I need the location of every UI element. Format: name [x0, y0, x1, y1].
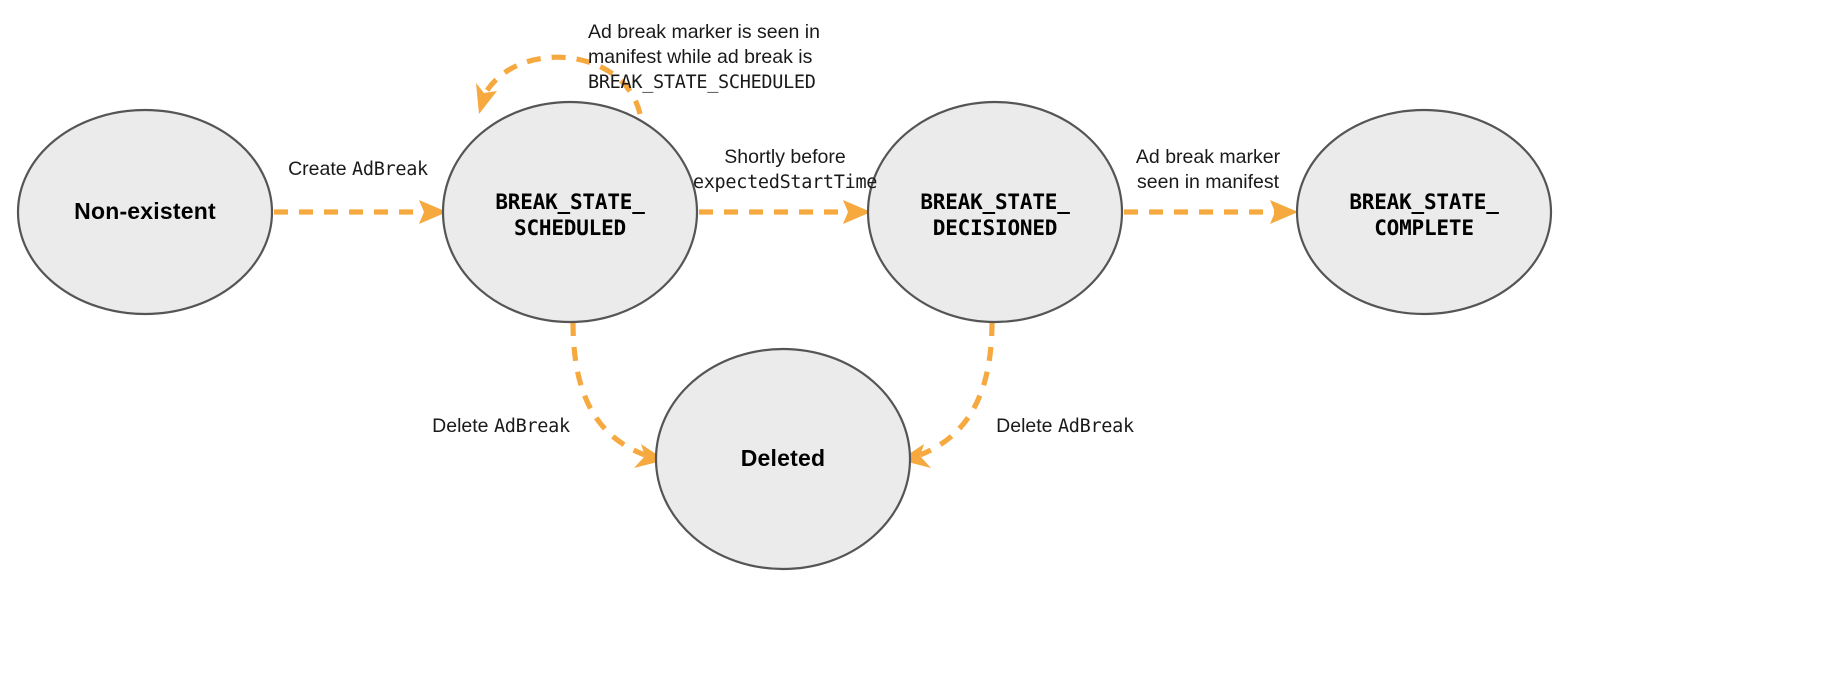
edge-label-scheduled-to-deleted: Delete AdBreak	[432, 415, 570, 437]
edge-label-decisioned-to-complete-line1: Ad break marker	[1136, 146, 1281, 168]
node-non-existent-label: Non-existent	[74, 198, 216, 224]
edge-label-scheduled-to-decisioned-line1: Shortly before	[724, 146, 845, 168]
node-break-state-decisioned-label-line2: DECISIONED	[933, 216, 1057, 240]
edge-label-decisioned-to-deleted-mono: AdBreak	[1058, 416, 1134, 437]
node-break-state-complete-label-line2: COMPLETE	[1374, 216, 1474, 240]
node-deleted[interactable]: Deleted	[654, 347, 912, 571]
edge-label-scheduled-self-loop-line3: BREAK_STATE_SCHEDULED	[588, 72, 816, 93]
node-non-existent-shape[interactable]	[16, 108, 274, 316]
edge-decisioned-to-deleted	[900, 321, 995, 468]
node-non-existent[interactable]: Non-existent	[16, 108, 274, 316]
edge-scheduled-self-loop-arrowhead	[476, 83, 497, 114]
node-break-state-decisioned-label-line1: BREAK_STATE_	[920, 190, 1070, 214]
edge-label-decisioned-to-complete: Ad break marker seen in manifest	[1136, 146, 1281, 193]
edge-decisioned-to-deleted-line	[919, 321, 995, 458]
edge-decisioned-to-complete	[1124, 200, 1298, 224]
edge-label-scheduled-to-decisioned: Shortly before expectedStartTime	[693, 146, 878, 193]
node-break-state-decisioned[interactable]: BREAK_STATE_ DECISIONED	[866, 100, 1124, 324]
edge-label-scheduled-self-loop-line2: manifest while ad break is	[588, 46, 813, 68]
edge-label-decisioned-to-complete-line2: seen in manifest	[1137, 171, 1280, 193]
node-break-state-scheduled[interactable]: BREAK_STATE_ SCHEDULED	[441, 100, 699, 324]
edge-label-scheduled-to-deleted-sans: Delete	[432, 415, 494, 437]
edge-label-decisioned-to-deleted: Delete AdBreak	[996, 415, 1134, 437]
edge-scheduled-to-decisioned	[699, 200, 871, 224]
node-break-state-decisioned-shape[interactable]	[866, 100, 1124, 324]
edge-label-decisioned-to-deleted-sans: Delete	[996, 415, 1058, 437]
edge-label-scheduled-to-deleted-mono: AdBreak	[494, 416, 570, 437]
edge-create-adbreak-arrowhead	[419, 200, 447, 224]
edge-scheduled-self-loop	[476, 54, 643, 115]
edge-label-create-adbreak-mono: AdBreak	[352, 159, 428, 180]
edge-label-scheduled-self-loop-line1: Ad break marker is seen in	[588, 21, 820, 43]
edge-decisioned-to-complete-arrowhead	[1270, 200, 1298, 224]
edge-scheduled-to-decisioned-arrowhead	[843, 200, 871, 224]
edge-label-scheduled-self-loop: Ad break marker is seen in manifest whil…	[588, 21, 820, 93]
edge-scheduled-to-deleted-line	[570, 321, 646, 458]
node-break-state-complete-shape[interactable]	[1295, 108, 1553, 316]
edge-label-scheduled-to-decisioned-line2: expectedStartTime	[693, 172, 877, 193]
edge-scheduled-to-deleted	[570, 321, 665, 468]
node-deleted-label: Deleted	[741, 445, 825, 471]
node-break-state-scheduled-shape[interactable]	[441, 100, 699, 324]
node-break-state-complete[interactable]: BREAK_STATE_ COMPLETE	[1295, 108, 1553, 316]
edge-label-create-adbreak: Create AdBreak	[288, 158, 428, 180]
edge-label-create-adbreak-sans: Create	[288, 158, 352, 180]
edge-create-adbreak	[274, 200, 447, 224]
node-break-state-scheduled-label-line2: SCHEDULED	[514, 216, 626, 240]
node-deleted-shape[interactable]	[654, 347, 912, 571]
node-break-state-scheduled-label-line1: BREAK_STATE_	[495, 190, 645, 214]
node-break-state-complete-label-line1: BREAK_STATE_	[1349, 190, 1499, 214]
